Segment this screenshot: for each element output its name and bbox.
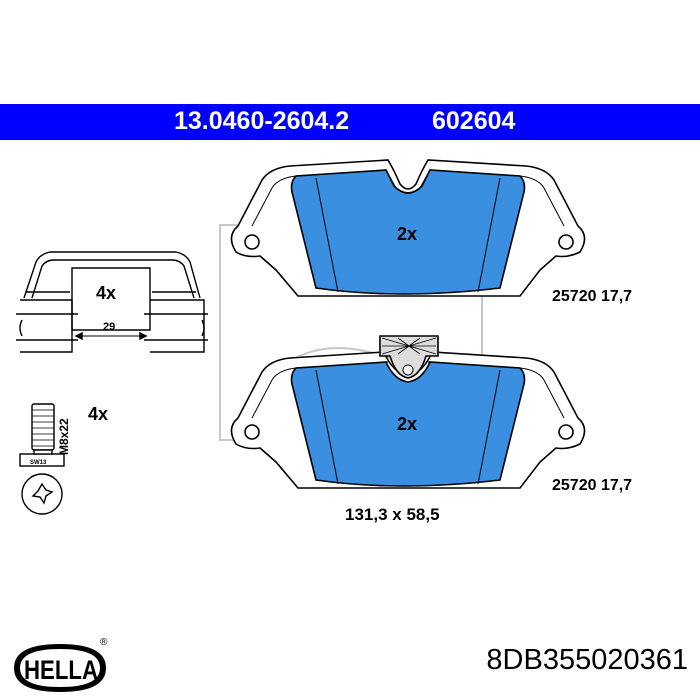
pad-dimensions: 131,3 x 58,5 <box>345 505 440 524</box>
friction-material-bottom <box>290 361 526 487</box>
mounting-hole-left-top <box>244 234 260 250</box>
bolt-quantity: 4x <box>88 404 108 424</box>
short-code: 602604 <box>432 107 516 135</box>
clip-width-dim: 29 <box>103 321 115 333</box>
clip-quantity: 4x <box>96 283 116 303</box>
hella-logo: HELLA ® <box>14 637 108 692</box>
anti-rattle-clip <box>16 251 208 353</box>
brake-pad-top <box>230 159 586 297</box>
bolt-thread-size: M8x22 <box>57 418 71 455</box>
pad-quantity-bottom: 2x <box>397 414 417 434</box>
mounting-hole-left-bottom <box>244 424 260 440</box>
guide-bolt <box>19 403 65 515</box>
article-number: 13.0460-2604.2 <box>174 107 350 135</box>
friction-material-top <box>290 169 526 295</box>
wear-indicator <box>379 335 439 379</box>
pad-spec-top: 25720 17,7 <box>552 288 632 305</box>
hella-part-number: 8DB355020361 <box>486 644 688 676</box>
registered-mark: ® <box>100 637 108 648</box>
pad-spec-bottom: 25720 17,7 <box>552 477 632 494</box>
header-banner: 13.0460-2604.2 602604 <box>0 104 700 140</box>
bolt-head-marking: SW13 <box>30 460 47 466</box>
mounting-hole-right-top <box>558 234 574 250</box>
mounting-hole-right-bottom <box>558 424 574 440</box>
brake-pad-bottom <box>230 335 586 489</box>
pad-quantity-top: 2x <box>397 224 417 244</box>
hella-logo-text: HELLA <box>24 655 98 685</box>
